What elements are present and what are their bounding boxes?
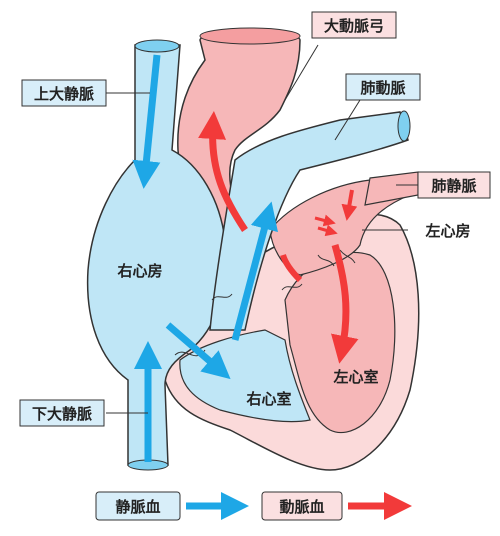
arrow-lv-to-aorta <box>198 111 248 232</box>
label-pulmonary-vein: 肺静脈 <box>431 177 476 195</box>
legend-arterial-label: 動脈血 <box>279 498 324 516</box>
arrow-rv-to-pa <box>231 201 278 341</box>
label-box-ivc <box>19 399 105 427</box>
legend-arterial-box <box>261 491 343 521</box>
svc-opening <box>134 39 180 53</box>
arrow-ra-to-rv <box>165 322 231 380</box>
label-left-ventricle: 左心室 <box>332 368 378 386</box>
aorta-opening <box>199 27 301 45</box>
label-pulmonary-artery: 肺動脈 <box>360 79 405 97</box>
arrow-svc-flow <box>132 54 161 189</box>
label-inferior-vena-cava: 下大静脈 <box>32 405 92 423</box>
legend-venous-box <box>95 491 181 521</box>
legend: 静脈血 動脈血 <box>95 491 412 521</box>
label-box-pulmonary-artery <box>345 73 421 101</box>
label-right-atrium: 右心房 <box>117 262 162 280</box>
right-atrium-chamber <box>86 44 227 466</box>
arrow-lv-outflow <box>280 254 303 283</box>
label-right-ventricle: 右心室 <box>246 390 291 408</box>
pulmonary-artery-opening <box>397 110 411 142</box>
pulmonary-vein-vessel <box>364 171 419 206</box>
label-box-svc <box>21 79 107 107</box>
label-superior-vena-cava: 上大静脈 <box>34 85 94 103</box>
label-box-aortic-arch <box>311 11 397 39</box>
leader-aortic-arch <box>284 44 319 101</box>
label-aortic-arch: 大動脈弓 <box>324 17 384 35</box>
valve-mitral <box>317 249 356 267</box>
label-left-atrium: 左心房 <box>424 222 470 240</box>
arrow-pv-small-1 <box>314 214 336 227</box>
arrow-la-to-lv <box>331 244 359 364</box>
label-box-pulmonary-vein <box>417 171 491 199</box>
arrow-pv-small-2 <box>317 224 338 237</box>
legend-venous-label: 静脈血 <box>115 498 160 516</box>
arrow-pulmonary-vein-in <box>341 189 358 221</box>
valve-pulmonary <box>211 283 303 301</box>
